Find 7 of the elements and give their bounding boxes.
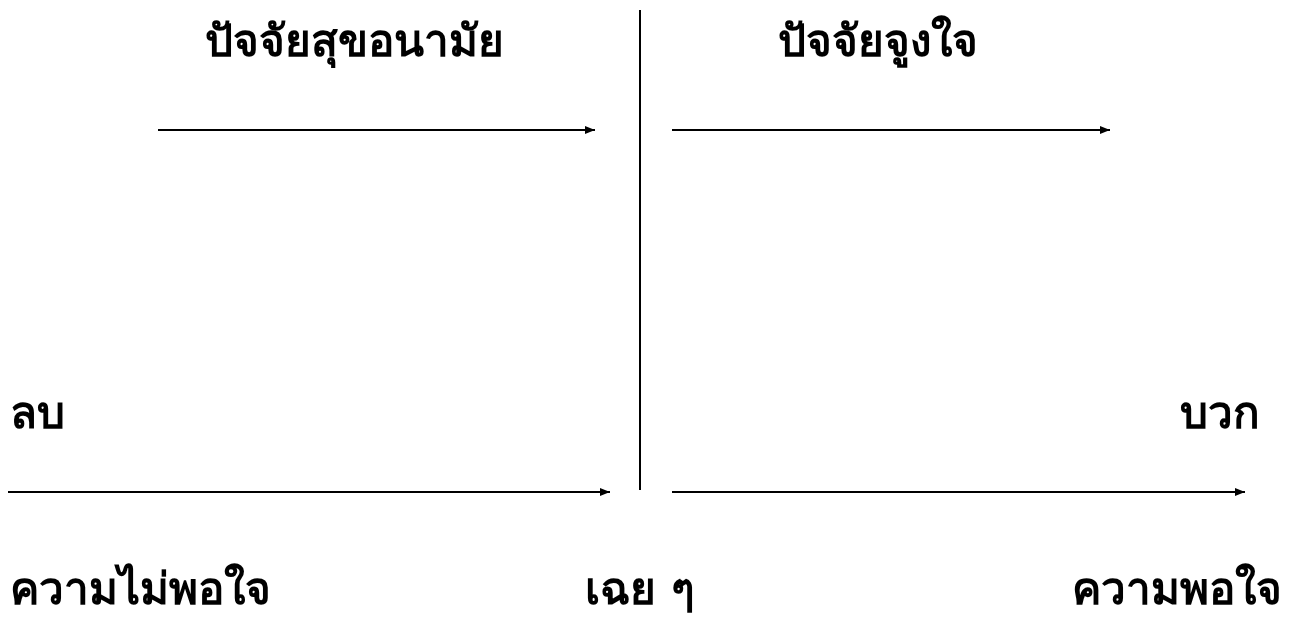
scale-label: ความพอใจ xyxy=(1072,562,1282,616)
axis-heading: ปัจจัยสุขอนามัย xyxy=(205,14,504,70)
axis-heading: ปัจจัยจูงใจ xyxy=(778,14,978,70)
axis-end-label: ลบ xyxy=(10,386,65,440)
scale-label: ความไม่พอใจ xyxy=(10,562,271,616)
scale-label: เฉย ๆ xyxy=(585,562,696,616)
axis-end-label: บวก xyxy=(1180,386,1260,440)
